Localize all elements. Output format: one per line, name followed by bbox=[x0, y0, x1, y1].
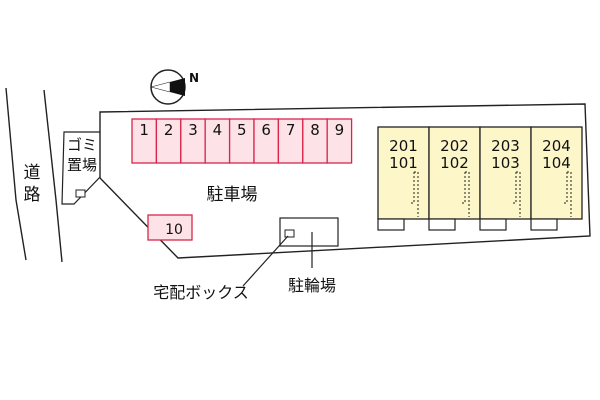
stair-outline bbox=[461, 171, 470, 217]
unit-upper-label: 204 bbox=[542, 137, 571, 155]
parking-space-4-label: 4 bbox=[213, 121, 223, 139]
road bbox=[5, 87, 63, 263]
parking-space-10 bbox=[147, 214, 193, 241]
parking-space-1-label: 1 bbox=[139, 121, 149, 139]
parking-space-2-label: 2 bbox=[164, 121, 174, 139]
parking-space-7 bbox=[277, 118, 304, 164]
unit-lower-label: 101 bbox=[389, 154, 418, 172]
bicycle-parking-label: 駐輪場 bbox=[288, 276, 336, 295]
parking-space-8-label: 8 bbox=[310, 121, 320, 139]
parking-space-9 bbox=[326, 118, 353, 164]
garbage-label-2: 置場 bbox=[67, 156, 97, 174]
unit-upper-label: 203 bbox=[491, 137, 520, 155]
road-label-2: 路 bbox=[24, 185, 41, 205]
parking-space-6-label: 6 bbox=[261, 121, 271, 139]
parking-space-3 bbox=[180, 118, 206, 164]
unit-upper-label: 201 bbox=[389, 137, 418, 155]
stair-outline bbox=[512, 171, 521, 217]
unit-block bbox=[530, 126, 583, 220]
parking-space-10-label: 10 bbox=[165, 222, 183, 238]
delivery-box-label: 宅配ボックス bbox=[153, 283, 249, 302]
unit-lower-label: 104 bbox=[542, 154, 571, 172]
balcony bbox=[377, 218, 405, 231]
parking-space-4 bbox=[204, 118, 231, 164]
parking-space-9-label: 9 bbox=[335, 121, 345, 139]
unit-lower-label: 102 bbox=[440, 154, 469, 172]
balcony bbox=[479, 218, 507, 231]
parking-space-7-label: 7 bbox=[286, 121, 296, 139]
parking-space-5-label: 5 bbox=[237, 121, 247, 139]
parking-label: 駐車場 bbox=[207, 185, 258, 205]
unit-lower-label: 103 bbox=[491, 154, 520, 172]
parking-space-3-label: 3 bbox=[188, 121, 198, 139]
balcony bbox=[428, 218, 456, 231]
compass-icon bbox=[150, 69, 186, 105]
garbage-label-1: ゴミ bbox=[67, 136, 97, 154]
bicycle-parking-area bbox=[279, 217, 339, 247]
balcony bbox=[530, 218, 558, 231]
compass-north-label: N bbox=[189, 71, 199, 85]
unit-block bbox=[479, 126, 532, 220]
unit-upper-label: 202 bbox=[440, 137, 469, 155]
road-label-1: 道 bbox=[24, 163, 41, 183]
delivery-box-leader bbox=[242, 235, 289, 287]
stair-outline bbox=[410, 171, 419, 217]
garbage-area bbox=[61, 131, 102, 205]
parking-space-1 bbox=[131, 118, 158, 164]
unit-block bbox=[377, 126, 430, 220]
parking-space-5 bbox=[228, 118, 255, 164]
stair-outline bbox=[563, 171, 572, 217]
unit-block bbox=[428, 126, 481, 220]
parking-space-2 bbox=[155, 118, 182, 164]
delivery-box bbox=[284, 229, 295, 238]
